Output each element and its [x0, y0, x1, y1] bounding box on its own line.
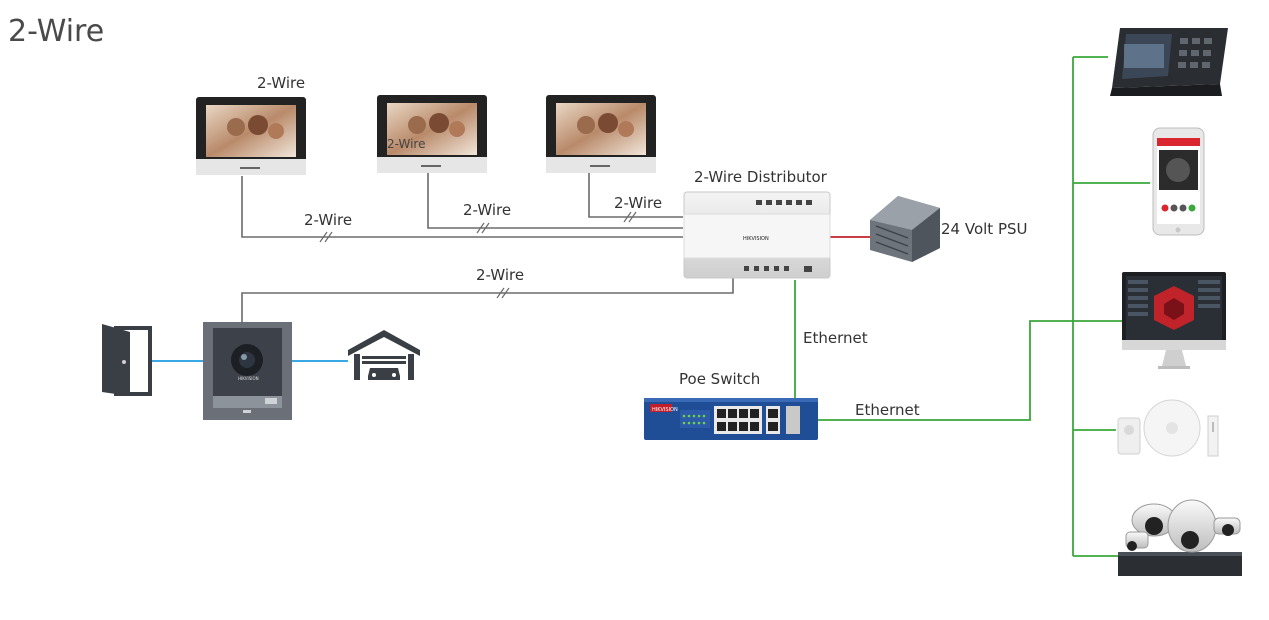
alarm-devices — [1117, 399, 1219, 457]
two-wire-distributor — [683, 191, 831, 279]
ethernet-lines — [794, 56, 1150, 557]
cameras-nvr-device — [1118, 499, 1242, 576]
door-lock-icon — [102, 324, 152, 396]
distributor-brand: HIKVISION — [743, 236, 769, 242]
ethernet-label-horizontal: Ethernet — [855, 401, 920, 419]
switch-brand: HIKVISION — [652, 407, 678, 413]
poe-switch-device — [644, 398, 818, 440]
wire-monitor-3 — [588, 171, 683, 218]
monitor-2-overlay-label: 2-Wire — [387, 137, 426, 151]
poe-switch-label: Poe Switch — [679, 370, 761, 388]
wire-label-door-station: 2-Wire — [476, 266, 525, 284]
indoor-monitor-1 — [196, 97, 306, 175]
wire-door-station — [241, 278, 734, 322]
psu-device — [870, 196, 940, 262]
doorstation-brand: HIKVISION — [238, 376, 259, 381]
monitor-computer-device — [1122, 272, 1226, 369]
psu-label: 24 Volt PSU — [941, 220, 1028, 238]
two-wire-connections — [241, 171, 734, 322]
desk-station-device — [1110, 28, 1228, 96]
page-title: 2-Wire — [8, 14, 105, 49]
wire-label-monitor-3: 2-Wire — [614, 194, 663, 212]
garage-icon — [348, 330, 420, 380]
wire-label-monitor-2: 2-Wire — [463, 201, 512, 219]
wire-label-monitor-1: 2-Wire — [304, 211, 353, 229]
door-station — [203, 322, 292, 420]
wire-pair-marks — [319, 211, 637, 299]
indoor-monitor-2 — [377, 95, 487, 173]
ethernet-label-vertical: Ethernet — [803, 329, 868, 347]
smartphone-device — [1152, 127, 1205, 236]
indoor-monitor-3 — [546, 95, 656, 173]
wire-monitor-2 — [427, 171, 683, 229]
distributor-label: 2-Wire Distributor — [694, 168, 827, 186]
monitor-1-label: 2-Wire — [257, 74, 306, 92]
wire-monitor-1 — [241, 176, 683, 238]
